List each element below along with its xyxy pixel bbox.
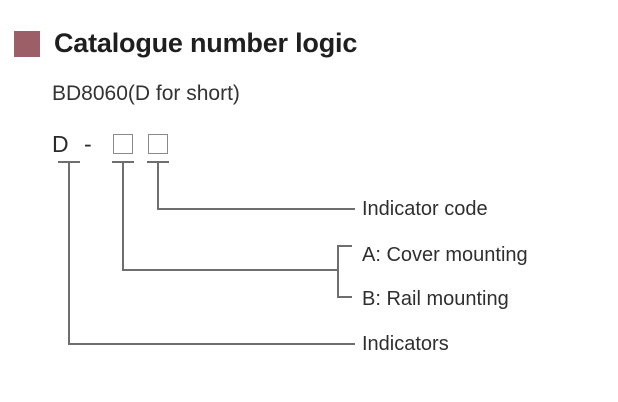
leader-indicators <box>68 162 355 345</box>
leader-mounting <box>122 162 338 271</box>
leader-indicator-code <box>157 162 355 210</box>
label-indicators: Indicators <box>362 333 449 355</box>
page-header: Catalogue number logic <box>14 28 357 59</box>
code-separator-dash: - <box>84 131 92 157</box>
label-indicator-code: Indicator code <box>362 198 488 220</box>
code-slot-mounting-box <box>113 134 133 154</box>
header-bullet-icon <box>14 30 40 57</box>
label-rail-mounting: B: Rail mounting <box>362 288 509 310</box>
mounting-option-bracket <box>337 245 352 298</box>
label-cover-mounting: A: Cover mounting <box>362 244 528 266</box>
page-title: Catalogue number logic <box>54 28 358 58</box>
model-subtitle: BD8060(D for short) <box>52 82 240 105</box>
code-slot-indicator-box <box>148 134 168 154</box>
code-series-letter: D <box>52 131 69 157</box>
